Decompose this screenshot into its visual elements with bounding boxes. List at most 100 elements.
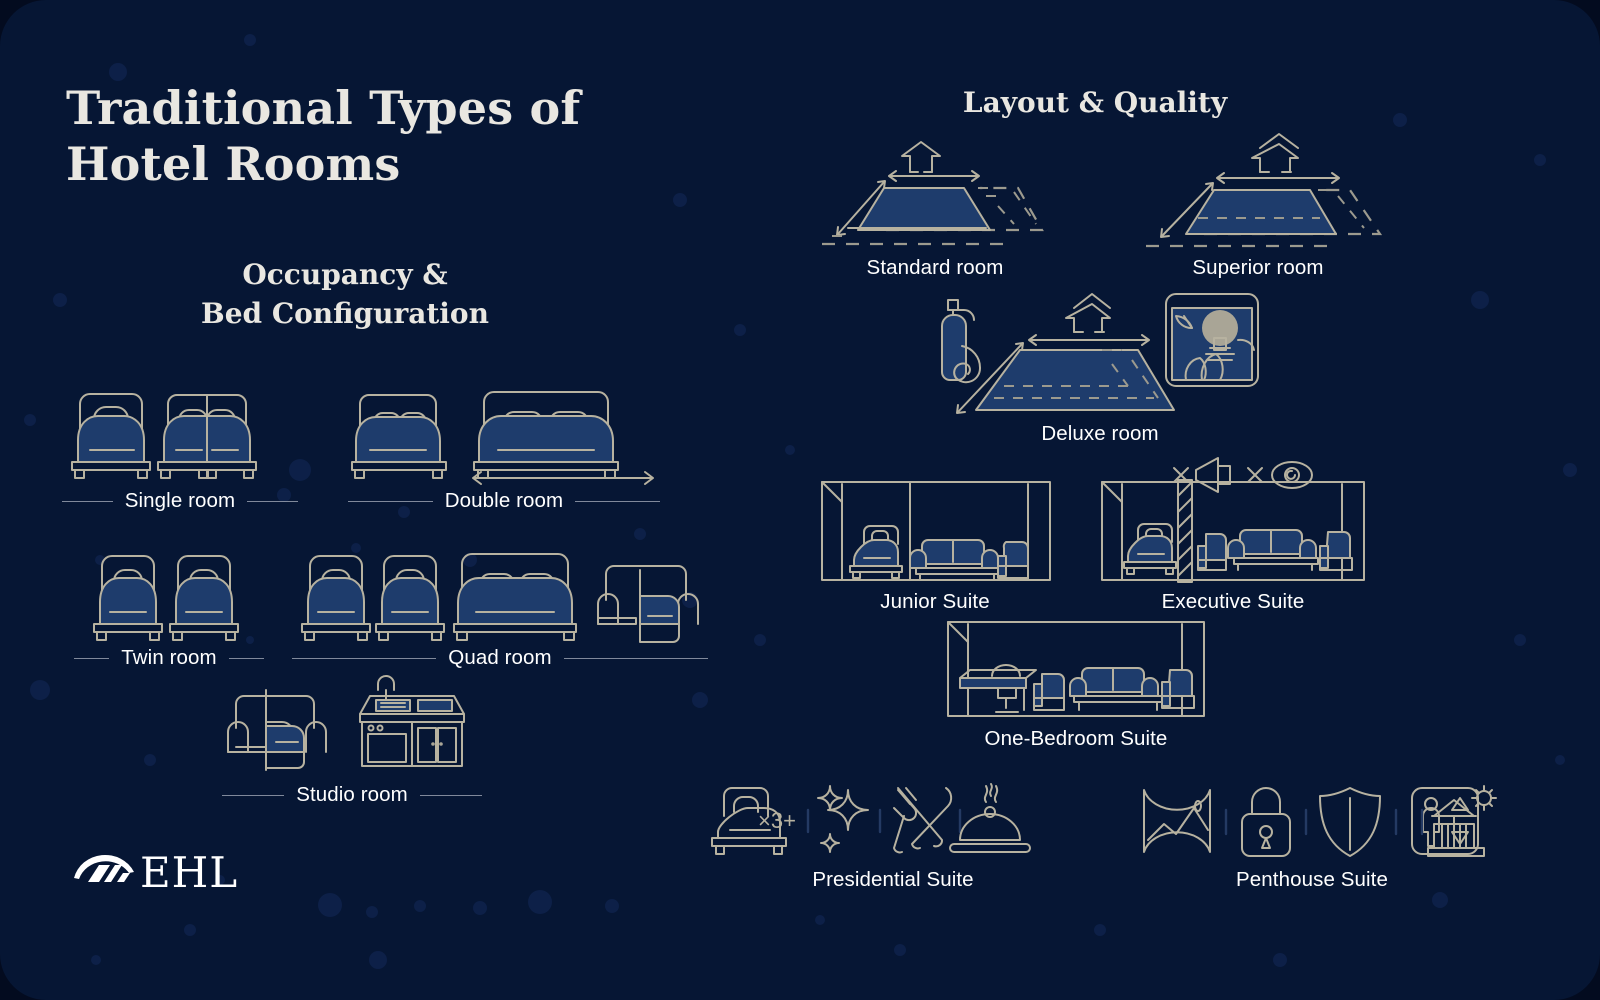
penthouse-terrace-icon [1420,785,1497,857]
label-presidential-suite: Presidential Suite [812,868,974,891]
label-studio-room: Studio room [222,783,482,807]
label-double-room: Double room [348,489,660,513]
double-room-width-arrow [472,471,654,485]
width-dimension-arrow [888,170,980,182]
label-twin-room: Twin room [74,646,264,670]
sofa-bed-icon [227,689,327,771]
background-dot [366,906,378,918]
quad-room-illustration [301,553,699,643]
double-bed-icon [157,394,257,479]
terrace-sun-icon [1427,785,1497,857]
background-dot [30,680,50,700]
penthouse-suite-icons [1143,787,1479,857]
background-dot [528,890,552,914]
background-dot [369,951,387,969]
standard-room-illustration [822,141,1044,246]
background-dot [1432,892,1448,908]
background-dot [1273,953,1287,967]
desk-chair-icon [959,664,1037,713]
background-dot [815,915,825,925]
panorama-view-icon [1143,789,1211,853]
width-dimension-arrow [1216,172,1340,184]
sparkles-icon [817,785,869,853]
studio-room-illustration [227,675,465,771]
depth-dimension-arrow [1160,182,1214,238]
cloche-icon [949,783,1031,853]
single-bed-icon [375,555,445,641]
background-dot [1094,924,1106,936]
background-dot [734,324,746,336]
background-dot [184,924,196,936]
expand-arrow-icon [901,141,941,173]
label-one-bedroom-suite: One-Bedroom Suite [984,727,1168,750]
section-heading-layout-quality: Layout & Quality [962,86,1228,119]
background-dot [1471,291,1489,309]
twin-room-illustration [93,555,239,641]
background-dot [24,414,36,426]
queen-bed-icon [473,391,619,479]
armchair-icon [997,541,1029,579]
executive-suite-illustration [1101,457,1365,583]
sofa-icon [909,539,1001,580]
no-noise-icon [1173,457,1231,493]
background-dot [414,900,426,912]
background-dot [785,445,795,455]
ehl-wordmark: EHL [140,848,239,897]
background-dot [244,34,256,46]
padlock-icon [1241,787,1291,857]
deluxe-room-illustration [941,293,1259,414]
background-dot [144,754,156,766]
background-dot [109,63,127,81]
background-dot [754,634,766,646]
bed-icon [849,525,903,579]
single-bed-icon [93,555,163,641]
single-bed-icon [71,393,151,479]
background-dot [605,899,619,913]
single-bed-icon [301,555,371,641]
background-dot [692,692,708,708]
label-single-room: Single room [62,489,298,513]
junior-suite-illustration [821,481,1051,581]
ehl-logo-mark [74,854,134,882]
sofa-icon [1227,529,1319,571]
superior-room-illustration [1146,133,1383,248]
background-dot [1514,634,1526,646]
label-superior-room: Superior room [1192,256,1324,279]
background-dot [1555,755,1565,765]
section-heading-occupancy: Occupancy &Bed Configuration [201,258,489,330]
depth-dimension-arrow [956,342,1024,414]
sofa-bed-icon [597,565,699,643]
armchair-icon [1319,531,1353,571]
expand-arrow-double-icon [1065,293,1111,333]
armchair-icon [1161,669,1195,709]
background-dot [673,193,687,207]
single-room-illustration [71,393,257,479]
bed-icon [1123,523,1177,575]
background-dot [473,901,487,915]
double-bed-icon [453,553,577,641]
armchair-icon [1033,673,1065,711]
label-junior-suite: Junior Suite [880,590,990,613]
armchair-icon [1197,533,1227,571]
kitchenette-icon [359,675,465,767]
expand-arrow-double-icon [1251,133,1299,173]
window-view-icon [1165,293,1259,387]
wall-divider [1177,479,1193,583]
sofa-icon [1069,667,1163,711]
background-dot [1534,154,1546,166]
double-bed-icon [351,394,447,479]
bed-times-three-plus-icon: ×3+ [711,787,796,855]
label-executive-suite: Executive Suite [1161,590,1305,613]
amenities-bottle-icon [941,299,982,384]
background-dot [894,944,906,956]
background-dot [1563,463,1577,477]
background-dot [53,293,67,307]
bed-multiplier-text: ×3+ [758,808,796,833]
label-deluxe-room: Deluxe room [1041,422,1159,445]
label-standard-room: Standard room [866,256,1004,279]
background-dot [318,893,342,917]
double-room-illustration [351,391,619,479]
one-bedroom-suite-illustration [947,621,1205,717]
